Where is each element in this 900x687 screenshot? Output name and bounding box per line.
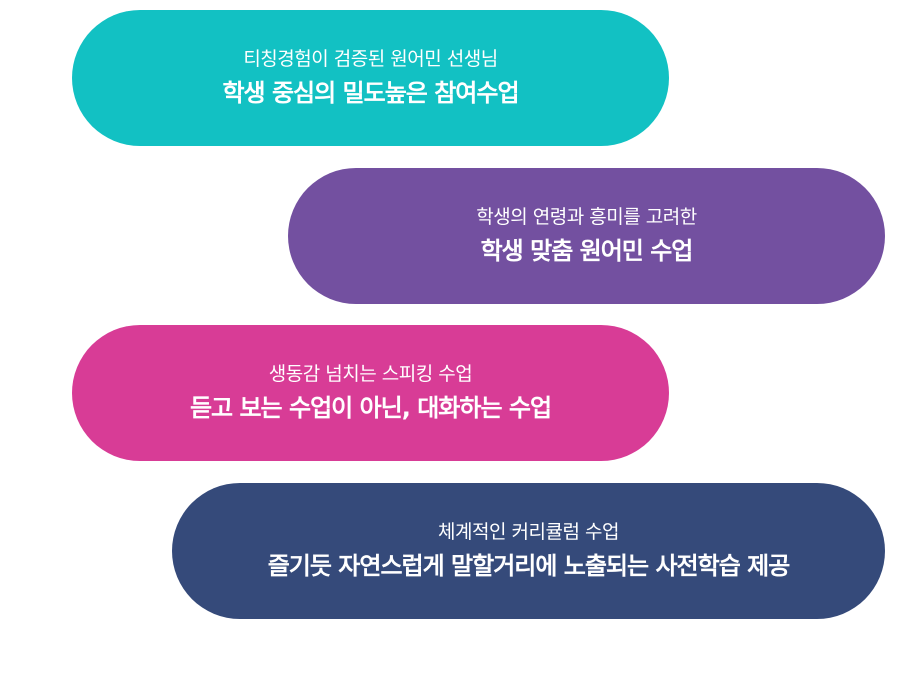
feature-subtitle: 학생의 연령과 흥미를 고려한 xyxy=(476,206,697,229)
feature-pill-speaking: 생동감 넘치는 스피킹 수업 듣고 보는 수업이 아닌, 대화하는 수업 xyxy=(72,325,669,461)
feature-subtitle: 생동감 넘치는 스피킹 수업 xyxy=(268,363,473,386)
feature-subtitle: 티칭경험이 검증된 원어민 선생님 xyxy=(243,48,498,71)
feature-subtitle: 체계적인 커리큘럼 수업 xyxy=(438,521,619,544)
feature-pill-curriculum: 체계적인 커리큘럼 수업 즐기듯 자연스럽게 말할거리에 노출되는 사전학습 제… xyxy=(172,483,885,619)
feature-title: 듣고 보는 수업이 아닌, 대화하는 수업 xyxy=(189,393,552,422)
feature-pill-customized: 학생의 연령과 흥미를 고려한 학생 맞춤 원어민 수업 xyxy=(288,168,885,304)
feature-title: 학생 중심의 밀도높은 참여수업 xyxy=(222,78,519,107)
feature-title: 즐기듯 자연스럽게 말할거리에 노출되는 사전학습 제공 xyxy=(267,551,791,580)
feature-pill-teachers: 티칭경험이 검증된 원어민 선생님 학생 중심의 밀도높은 참여수업 xyxy=(72,10,669,146)
feature-title: 학생 맞춤 원어민 수업 xyxy=(480,236,694,265)
